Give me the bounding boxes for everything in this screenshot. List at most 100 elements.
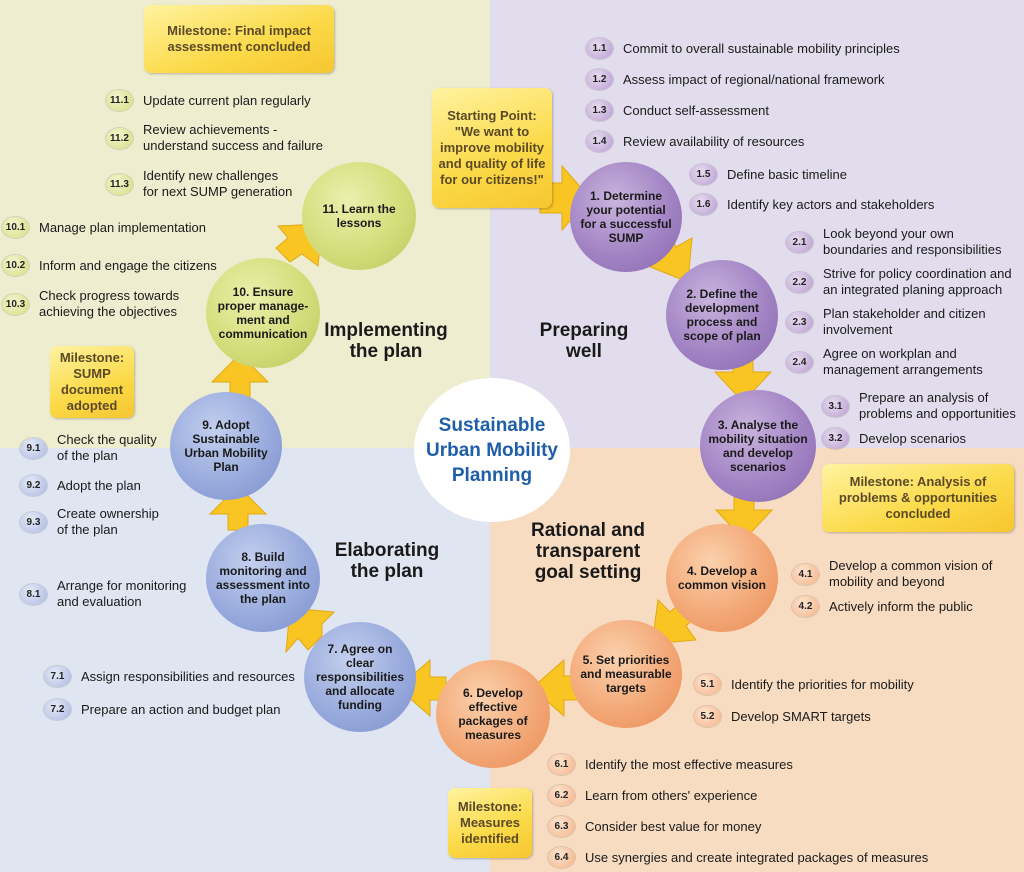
step-9-2: 9.2 Adopt the plan [20,475,141,496]
step-badge: 6.1 [548,754,575,775]
step-10-1: 10.1 Manage plan implementation [2,217,206,238]
step-text: Look beyond your own boundaries and resp… [823,226,1002,257]
step-text: Identify key actors and stakeholders [727,196,935,212]
step-badge: 10.1 [2,217,29,238]
step-text: Conduct self-assessment [623,102,769,118]
step-text: Review achievements - understand success… [143,122,323,153]
step-text: Consider best value for money [585,818,762,834]
stage-1-circle: 1. Determine your potential for a succes… [570,162,682,272]
step-text: Adopt the plan [57,477,141,493]
milestone-sump-adopted-box: Milestone: SUMP document adopted [50,346,134,418]
phase-label-implementing: Implementing the plan [324,320,448,362]
step-text: Assess impact of regional/national frame… [623,71,885,87]
step-5-2: 5.2 Develop SMART targets [694,706,871,727]
step-text: Check progress towards achieving the obj… [39,288,180,319]
step-badge: 9.3 [20,511,47,533]
arrow-8-to-9 [208,485,268,531]
step-text: Agree on workplan and management arrange… [823,346,983,377]
step-text: Assign responsibilities and resources [81,668,295,684]
step-2-2: 2.2 Strive for policy coordination and an… [786,266,1012,298]
step-text: Identify the most effective measures [585,756,793,772]
step-badge: 1.4 [586,131,613,152]
stage-9-circle: 9. Adopt Sustainable Urban Mobility Plan [170,392,282,500]
center-title: Sustainable Urban Mobility Planning [414,378,570,522]
step-badge: 5.2 [694,706,721,727]
step-1-5: 1.5 Define basic timeline [690,164,847,185]
step-1-6: 1.6 Identify key actors and stakeholders [690,194,934,215]
step-badge: 6.4 [548,847,575,868]
stage-10-circle: 10. Ensure proper manage-ment and commun… [206,258,320,368]
step-text: Learn from others' experience [585,787,758,803]
step-1-2: 1.2 Assess impact of regional/national fr… [586,69,885,90]
step-9-1: 9.1 Check the quality of the plan [20,432,157,464]
stage-11-circle: 11. Learn the lessons [302,162,416,270]
step-badge: 1.5 [690,164,717,185]
step-text: Prepare an action and budget plan [81,701,281,717]
step-badge: 2.2 [786,271,813,293]
step-badge: 2.3 [786,311,813,333]
step-badge: 10.2 [2,255,29,276]
step-8-1: 8.1 Arrange for monitoring and evaluation [20,578,186,610]
step-text: Arrange for monitoring and evaluation [57,578,187,609]
step-9-3: 9.3 Create ownership of the plan [20,506,159,538]
stage-6-circle: 6. Develop effective packages of measure… [436,660,550,768]
step-text: Commit to overall sustainable mobility p… [623,40,900,56]
step-6-4: 6.4 Use synergies and create integrated p… [548,847,928,868]
stage-7-circle: 7. Agree on clear responsibilities and a… [304,622,416,732]
step-6-1: 6.1 Identify the most effective measures [548,754,793,775]
stage-5-circle: 5. Set priorities and measurable targets [570,620,682,728]
step-badge: 10.3 [2,293,29,315]
step-badge: 1.2 [586,69,613,90]
stage-2-circle: 2. Define the development process and sc… [666,260,778,370]
step-text: Develop SMART targets [731,708,871,724]
step-text: Define basic timeline [727,166,847,182]
step-11-2: 11.2 Review achievements - understand suc… [106,122,323,154]
milestone-measures-box: Milestone: Measures identified [448,788,532,858]
step-text: Strive for policy coordination and an in… [823,266,1012,297]
step-2-1: 2.1 Look beyond your own boundaries and r… [786,226,1002,258]
step-7-2: 7.2 Prepare an action and budget plan [44,699,281,720]
step-6-3: 6.3 Consider best value for money [548,816,761,837]
milestone-analysis-box: Milestone: Analysis of problems & opport… [822,464,1014,532]
stage-4-circle: 4. Develop a common vision [666,524,778,632]
step-10-3: 10.3 Check progress towards achieving the… [2,288,179,320]
step-badge: 7.2 [44,699,71,720]
step-badge: 8.1 [20,583,47,605]
step-badge: 3.2 [822,428,849,449]
step-text: Manage plan implementation [39,219,206,235]
step-badge: 9.1 [20,437,47,459]
step-badge: 11.2 [106,127,133,149]
step-badge: 9.2 [20,475,47,496]
step-text: Check the quality of the plan [57,432,157,463]
step-badge: 11.3 [106,173,133,195]
step-badge: 1.3 [586,100,613,121]
step-text: Identify the priorities for mobility [731,676,914,692]
step-text: Prepare an analysis of problems and oppo… [859,390,1016,421]
stage-8-circle: 8. Build monitoring and assessment into … [206,524,320,632]
step-text: Update current plan regularly [143,92,311,108]
step-badge: 6.3 [548,816,575,837]
step-text: Identify new challenges for next SUMP ge… [143,168,293,199]
step-11-3: 11.3 Identify new challenges for next SUM… [106,168,292,200]
step-text: Create ownership of the plan [57,506,159,537]
step-badge: 2.1 [786,231,813,253]
step-badge: 11.1 [106,90,133,111]
step-text: Use synergies and create integrated pack… [585,849,929,865]
stage-3-circle: 3. Analyse the mobility situation and de… [700,390,816,502]
step-2-4: 2.4 Agree on workplan and management arra… [786,346,983,378]
phase-label-preparing: Preparing well [539,320,629,362]
step-badge: 2.4 [786,351,813,373]
step-badge: 1.6 [690,194,717,215]
step-text: Develop a common vision of mobility and … [829,558,993,589]
step-badge: 3.1 [822,395,849,417]
